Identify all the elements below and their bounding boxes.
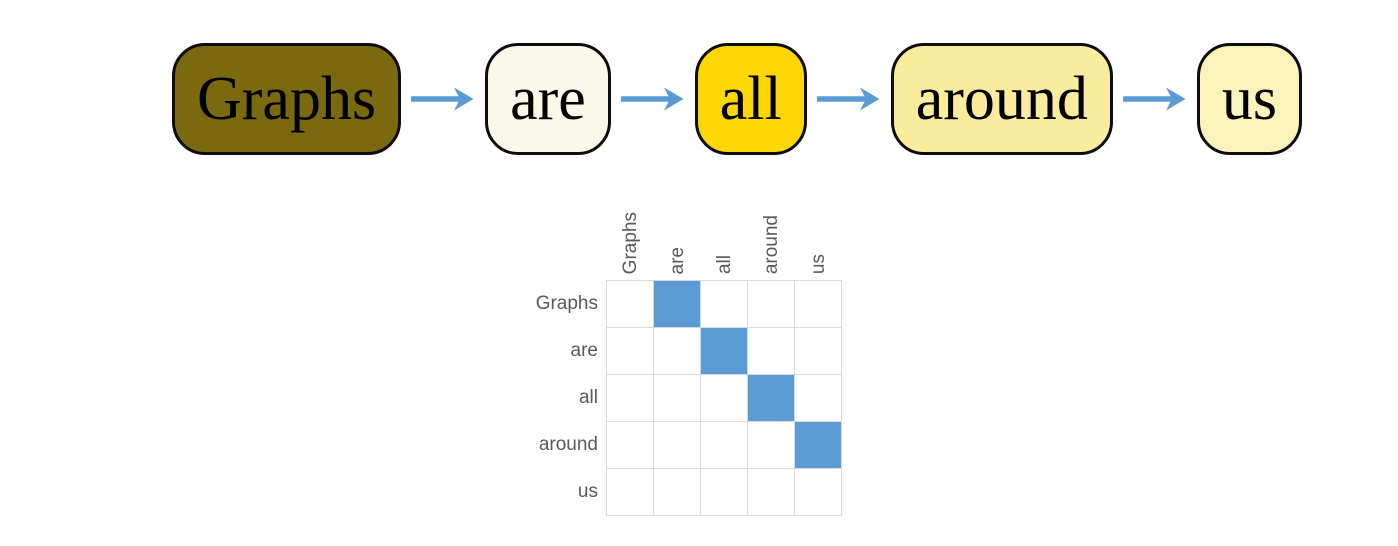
arrow-right-icon — [620, 87, 684, 111]
matrix-cell-are-graphs — [607, 328, 653, 374]
word-node-are: are — [485, 43, 611, 155]
matrix-cell-us-graphs — [607, 469, 653, 515]
matrix-cell-are-us — [795, 328, 841, 374]
matrix-row-label-graphs: Graphs — [535, 293, 598, 314]
matrix-cell-around-are — [654, 422, 700, 468]
arrow-right-icon — [411, 87, 474, 111]
matrix-cell-graphs-all — [701, 281, 747, 327]
matrix-cell-all-graphs — [607, 375, 653, 421]
matrix-column-header-us: us — [807, 253, 829, 274]
matrix-cell-graphs-us — [795, 281, 841, 327]
matrix-cell-graphs-graphs — [607, 281, 653, 327]
matrix-row-label-all: all — [578, 387, 598, 408]
matrix-cell-us-us — [795, 469, 841, 515]
word-node-around: around — [890, 43, 1113, 155]
word-node-all: all — [694, 43, 807, 155]
matrix-cell-all-us — [795, 375, 841, 421]
matrix-row-labels: Graphs are all around us — [508, 280, 598, 516]
matrix-cell-around-around — [748, 422, 794, 468]
word-node-graphs: Graphs — [172, 43, 402, 155]
matrix-row-label-us: us — [577, 481, 598, 502]
matrix-column-header-all: all — [713, 254, 735, 274]
matrix-cell-are-all — [701, 328, 747, 374]
matrix-cell-around-all — [701, 422, 747, 468]
arrow-right-icon — [1122, 87, 1186, 111]
matrix-cell-grid — [606, 280, 842, 516]
word-node-us: us — [1196, 43, 1303, 155]
matrix-cell-us-around — [748, 469, 794, 515]
matrix-cell-around-graphs — [607, 422, 653, 468]
matrix-column-header-around: around — [760, 214, 782, 274]
matrix-cell-are-are — [654, 328, 700, 374]
matrix-cell-graphs-around — [748, 281, 794, 327]
matrix-cell-all-all — [701, 375, 747, 421]
matrix-cell-us-all — [701, 469, 747, 515]
matrix-cell-all-are — [654, 375, 700, 421]
matrix-column-header-graphs: Graphs — [619, 211, 641, 274]
matrix-cell-are-around — [748, 328, 794, 374]
matrix-row-label-are: are — [570, 340, 598, 361]
adjacency-matrix: Graphs are all around us Graphs are all around u… — [508, 188, 842, 516]
matrix-row-label-around: around — [538, 434, 598, 455]
matrix-body: Graphs are all around us — [508, 280, 842, 516]
matrix-cell-graphs-are — [654, 281, 700, 327]
matrix-column-header-are: are — [666, 246, 688, 274]
matrix-cell-us-are — [654, 469, 700, 515]
matrix-cell-around-us — [795, 422, 841, 468]
matrix-column-headers: Graphs are all around us — [607, 188, 842, 280]
matrix-cell-all-around — [748, 375, 794, 421]
arrow-right-icon — [816, 87, 880, 111]
